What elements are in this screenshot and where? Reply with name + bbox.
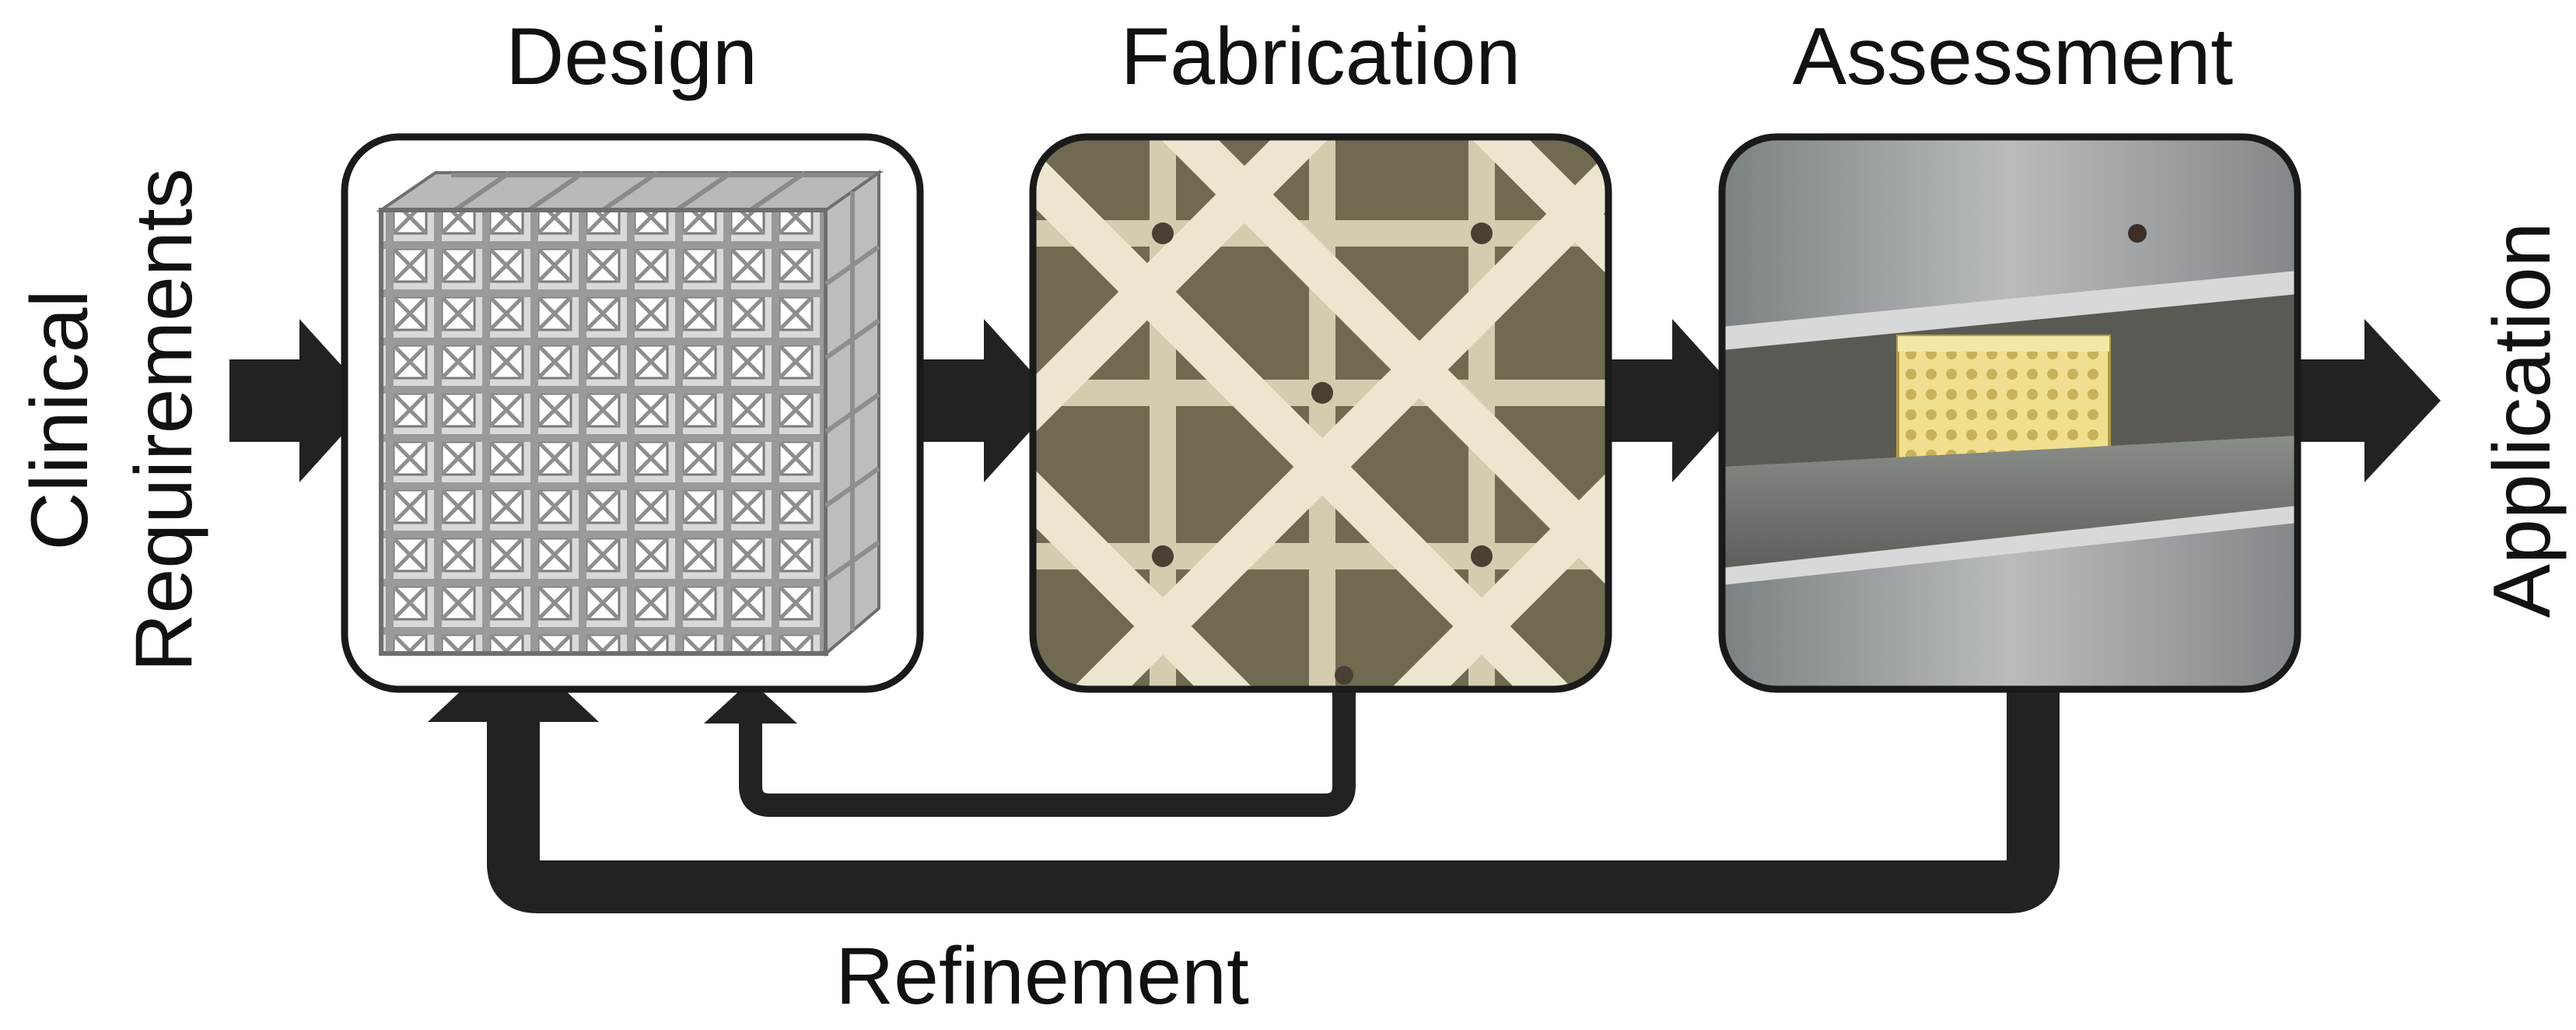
design-panel <box>341 133 924 693</box>
fabrication-panel-border <box>1029 133 1612 693</box>
arrow-input-to-design <box>229 319 373 482</box>
arrow-fabrication-to-assessment <box>1608 319 1746 482</box>
compression-test-image <box>1722 137 2298 689</box>
input-label: Clinical Requirements <box>15 168 209 671</box>
assessment-panel <box>1718 133 2301 693</box>
fabrication-panel <box>1029 133 1612 693</box>
output-label: Application <box>2477 222 2567 618</box>
stage-title-fabrication: Fabrication <box>1121 12 1521 102</box>
stage-title-design: Design <box>506 12 758 102</box>
input-label-line-2: Requirements <box>119 168 209 671</box>
loop-fabrication-to-design <box>739 689 1356 817</box>
lattice-cube-image <box>376 170 884 657</box>
input-label-line-1: Clinical <box>15 289 105 550</box>
feedback-loops <box>428 642 2060 913</box>
loop-fabrication-arrowhead <box>704 681 797 723</box>
forward-arrows <box>229 319 2441 482</box>
stage-title-assessment: Assessment <box>1793 12 2234 102</box>
loop-assessment-to-design <box>487 689 2060 913</box>
arrow-design-to-fabrication <box>920 319 1058 482</box>
design-panel-border <box>341 133 924 693</box>
feedback-label: Refinement <box>835 931 1249 1021</box>
arrow-assessment-to-application <box>2298 319 2441 482</box>
printed-lattice-image <box>1033 137 1608 689</box>
assessment-panel-border <box>1718 133 2301 693</box>
